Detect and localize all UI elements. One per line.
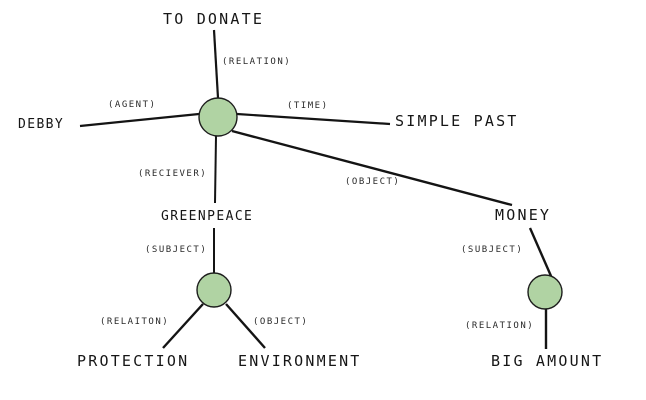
money-predicate-node[interactable]	[527, 274, 563, 310]
relation-r-money-subject: (SUBJECT)	[461, 245, 524, 255]
relation-r-time: (TIME)	[287, 101, 329, 111]
main-predicate-node[interactable]	[198, 97, 238, 137]
edge-main-money	[231, 129, 513, 207]
concept-debby: Debby	[18, 111, 65, 133]
relation-r-gp-relaiton: (RELAITON)	[100, 317, 170, 327]
concept-big-amount: BIG AMOUNT	[491, 352, 604, 370]
concept-money: MONEY	[495, 206, 552, 224]
edge-greenpeace-protection	[162, 303, 204, 349]
greenpeace-predicate-node[interactable]	[196, 272, 232, 308]
edge-main-greenpeace	[214, 135, 217, 204]
edge-main-debby	[79, 112, 200, 128]
concept-simple-past: SIMPLE PAST	[395, 112, 519, 130]
relation-r-money-relation: (RELATION)	[465, 321, 535, 331]
relation-r-gp-subject: (SUBJECT)	[145, 245, 208, 255]
relation-r-relation-top: (RELATION)	[222, 57, 292, 67]
relation-r-object-money: (OBJECT)	[345, 177, 401, 187]
concept-protection: PROTECTION	[77, 352, 190, 370]
edge-money-subject	[528, 227, 553, 277]
concept-environment: ENVIRONMENT	[238, 352, 362, 370]
relation-r-agent: (AGENT)	[108, 100, 157, 110]
relation-r-reciever: (RECIEVER)	[138, 169, 208, 179]
concept-greenpeace: Greenpeace	[161, 203, 254, 225]
edges-layer	[79, 29, 553, 349]
edge-main-to-donate	[212, 29, 220, 99]
concept-to-donate: TO DONATE	[163, 10, 265, 28]
relation-r-gp-object: (OBJECT)	[253, 317, 309, 327]
edge-main-simple-past	[236, 112, 391, 126]
edge-greenpeace-environment	[225, 303, 266, 349]
nodes-layer	[196, 97, 563, 310]
